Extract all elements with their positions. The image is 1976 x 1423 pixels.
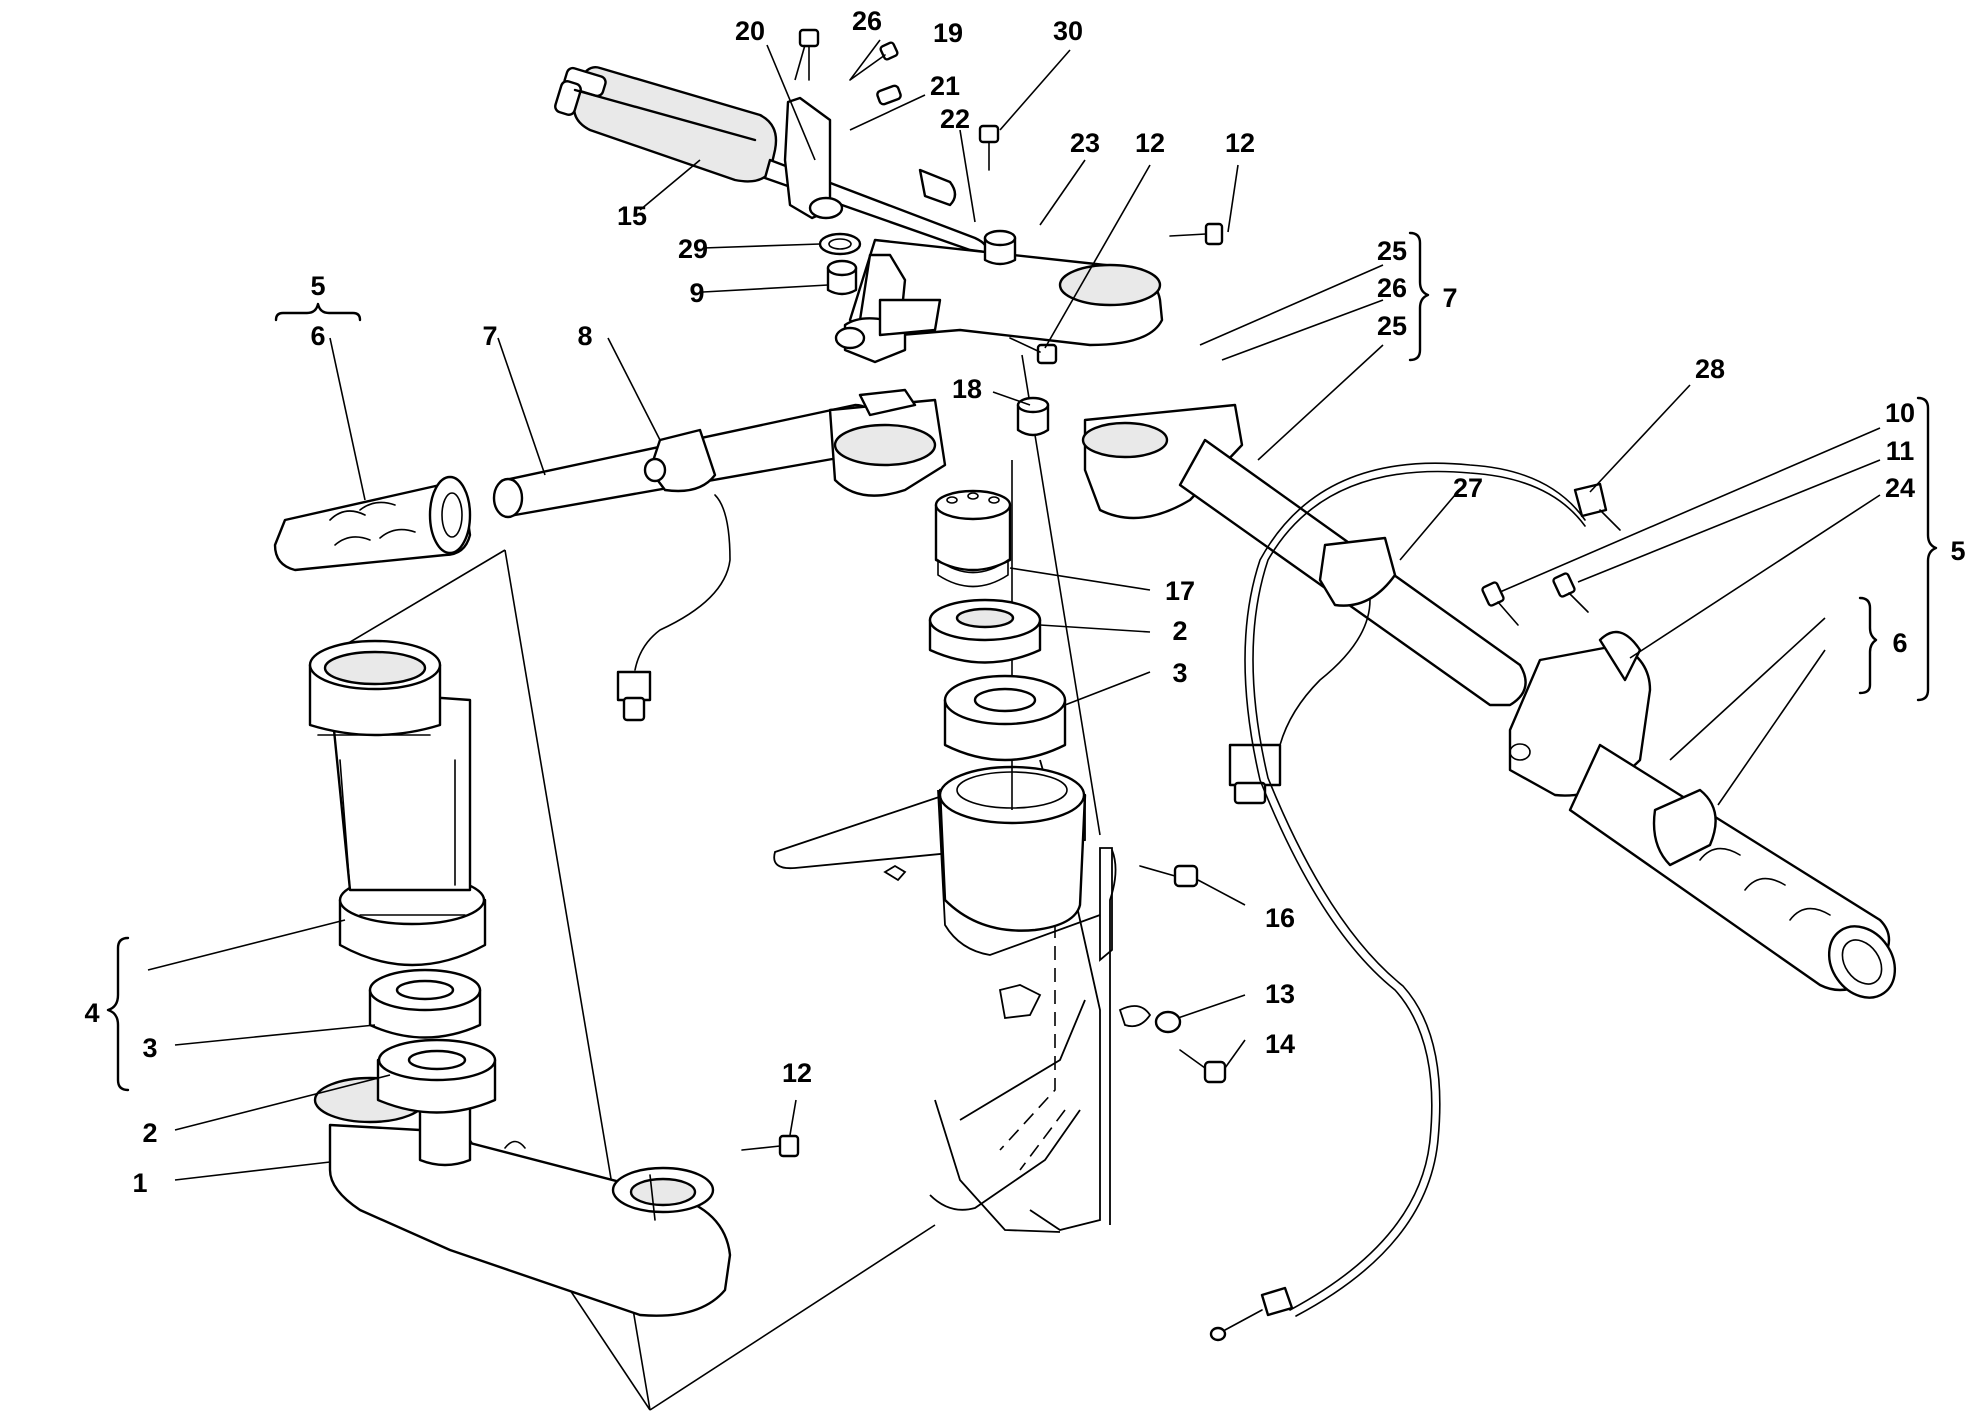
left-handlebar	[492, 388, 947, 519]
callout-7: 7	[1442, 283, 1457, 313]
group-braces	[106, 231, 1938, 1092]
right-grip	[1568, 743, 1897, 999]
callout-4: 4	[84, 998, 99, 1028]
callout-7: 7	[482, 321, 497, 351]
right-switch-cable	[1228, 599, 1371, 805]
washer-13	[1154, 1010, 1182, 1034]
callout-3: 3	[1172, 658, 1187, 688]
lower-triple-clamp	[313, 1076, 732, 1317]
throttle-cable	[1209, 462, 1621, 1342]
top-screws	[798, 28, 1224, 424]
callout-5: 5	[310, 271, 325, 301]
left-switch-cable	[616, 494, 731, 722]
left-grip	[273, 475, 472, 572]
callout-labels: 1 2 2 3 3 4 5 5 6 6 7 7 8 9 10 11 12 12 …	[84, 6, 1965, 1198]
callout-25: 25	[1377, 311, 1407, 341]
bushing-9	[826, 259, 858, 296]
callout-2: 2	[142, 1118, 157, 1148]
dust-seal-2-center	[928, 598, 1042, 664]
callout-11: 11	[1886, 436, 1915, 466]
callout-8: 8	[577, 321, 592, 351]
screw-14	[1179, 1049, 1227, 1084]
callout-12: 12	[1225, 128, 1255, 158]
housing-screws	[1481, 572, 1589, 626]
callout-12: 12	[1135, 128, 1165, 158]
callout-14: 14	[1265, 1029, 1295, 1059]
spacer-18	[1016, 396, 1050, 437]
callout-15: 15	[617, 201, 647, 231]
callout-6: 6	[1892, 628, 1907, 658]
callout-26: 26	[852, 6, 882, 36]
callout-10: 10	[1885, 398, 1915, 428]
callout-2: 2	[1172, 616, 1187, 646]
callout-12: 12	[782, 1058, 812, 1088]
right-handlebar	[1081, 403, 1527, 707]
callout-23: 23	[1070, 128, 1100, 158]
callout-27: 27	[1453, 473, 1483, 503]
upper-triple-clamp	[834, 238, 1164, 364]
callout-30: 30	[1053, 16, 1083, 46]
lower-clamp-screw-12	[741, 1134, 800, 1158]
lower-bearing-3	[368, 968, 482, 1039]
washer-29	[818, 232, 862, 256]
callout-6: 6	[310, 321, 325, 351]
frame-bolt-16	[1139, 864, 1199, 888]
stem-nut-17	[934, 489, 1012, 588]
steering-damper	[554, 66, 988, 254]
callout-9: 9	[689, 278, 704, 308]
callout-1: 1	[132, 1168, 147, 1198]
callout-21: 21	[930, 71, 960, 101]
callout-13: 13	[1265, 979, 1295, 1009]
callout-28: 28	[1695, 354, 1725, 384]
bearing-3-center	[943, 674, 1067, 762]
callout-19: 19	[933, 18, 963, 48]
callout-3: 3	[142, 1033, 157, 1063]
callout-20: 20	[735, 16, 765, 46]
lower-dust-seal-2	[376, 1038, 497, 1114]
callout-16: 16	[1265, 903, 1295, 933]
callout-5: 5	[1950, 536, 1965, 566]
callout-26: 26	[1377, 273, 1407, 303]
callout-22: 22	[940, 104, 970, 134]
callout-25: 25	[1377, 236, 1407, 266]
callout-17: 17	[1165, 576, 1195, 606]
bushing-30	[983, 229, 1017, 266]
callout-24: 24	[1885, 473, 1915, 503]
callout-leaders	[147, 39, 1881, 1181]
callout-18: 18	[952, 374, 982, 404]
callout-29: 29	[678, 234, 708, 264]
steering-tube	[308, 639, 472, 892]
